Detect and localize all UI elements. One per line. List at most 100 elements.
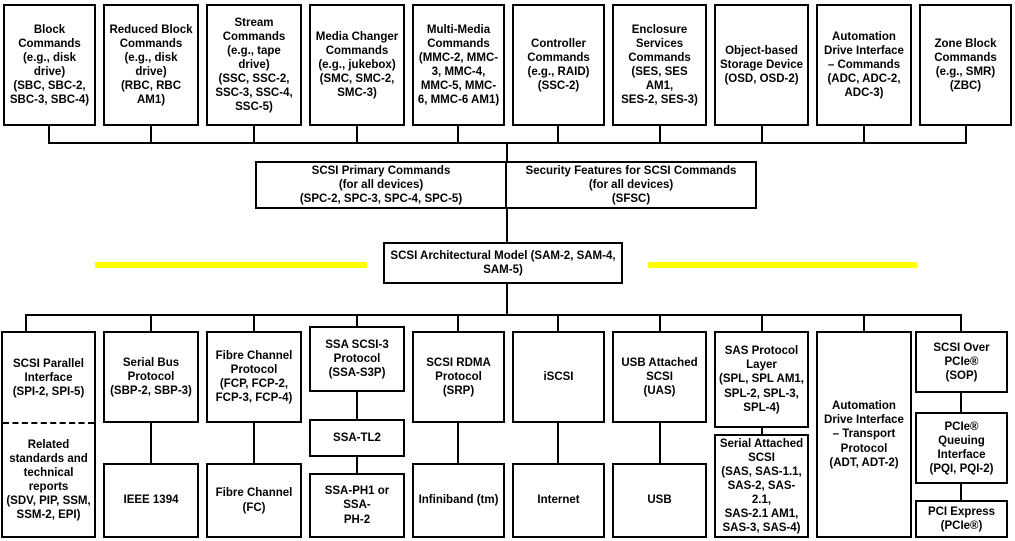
command-set-label: Multi-Media Commands (MMC-2, MMC- 3, MMC…: [417, 23, 500, 107]
command-set-box-multi-media-commands: Multi-Media Commands (MMC-2, MMC- 3, MMC…: [412, 4, 505, 126]
connector-drop-enclosure-services-commands: [659, 126, 661, 144]
transport-box-internet: Internet: [512, 463, 605, 538]
command-set-box-enclosure-services-commands: Enclosure Services Commands (SES, SES AM…: [612, 4, 707, 126]
command-set-label: Stream Commands (e.g., tape drive) (SSC,…: [215, 16, 293, 114]
connector-ssa-s3p-to-ssa-tl2: [356, 392, 358, 420]
physical-interconnect-label: Serial Attached SCSI (SAS, SAS-1.1, SAS-…: [719, 437, 804, 535]
connector-drop-zone-block-commands: [965, 126, 967, 144]
connector-ssa-tl2-to-ssa-ph: [356, 457, 358, 474]
connector-drop-automation-drive-interface-commands: [863, 126, 865, 144]
connector-shared-commands-to-sam: [506, 209, 508, 243]
connector-pqi-to-pci-express: [960, 484, 962, 501]
command-set-box-controller-commands: Controller Commands (e.g., RAID) (SSC-2): [512, 4, 605, 126]
scsi-parallel-interface-related-standards: Related standards and technical reports …: [3, 422, 94, 536]
command-set-box-reduced-block-commands: Reduced Block Commands (e.g., disk drive…: [103, 4, 199, 126]
transport-box-usb: USB: [612, 463, 707, 538]
transport-middle-label: PCIe® Queuing Interface (PQI, PQI-2): [929, 420, 994, 476]
command-set-box-automation-drive-interface-commands: Automation Drive Interface – Commands (A…: [816, 4, 912, 126]
connector-drop-ssa-scsi-3-protocol: [356, 314, 358, 332]
connector-sam-to-transport-bus: [506, 284, 508, 315]
connector-drop-sas-protocol-layer: [761, 314, 763, 332]
architectural-model-box: SCSI Architectural Model (SAM-2, SAM-4, …: [383, 242, 623, 284]
connector-drop-fibre-channel-protocol: [253, 314, 255, 332]
transport-box-scsi-over-pcie: SCSI Over PCIe® (SOP): [915, 331, 1008, 393]
command-set-box-stream-commands: Stream Commands (e.g., tape drive) (SSC,…: [206, 4, 302, 126]
connector-drop-object-based-storage-device: [761, 126, 763, 144]
connector-drop-reduced-block-commands: [150, 126, 152, 144]
command-set-box-block-commands: Block Commands (e.g., disk drive) (SBC, …: [3, 4, 96, 126]
command-set-label: Enclosure Services Commands (SES, SES AM…: [621, 23, 698, 107]
highlight-bar-left: [95, 262, 367, 268]
connector-serial-bus-protocol-to-ieee-1394: [150, 423, 152, 464]
connector-sas-protocol-layer-to-serial-attached-scsi: [761, 428, 763, 438]
transport-box-infiniband: Infiniband (tm): [412, 463, 505, 538]
transport-box-ssa-tl2: SSA-TL2: [309, 419, 405, 457]
command-set-label: Media Changer Commands (e.g., jukebox) (…: [315, 30, 399, 100]
architectural-model-label: SCSI Architectural Model (SAM-2, SAM-4, …: [390, 249, 616, 276]
connector-drop-block-commands: [48, 126, 50, 144]
connector-drop-controller-commands: [557, 126, 559, 144]
transport-box-scsi-parallel-interface: SCSI Parallel Interface (SPI-2, SPI-5) R…: [1, 331, 96, 538]
connector-drop-scsi-parallel-interface: [25, 314, 27, 332]
scsi-parallel-interface-upper: SCSI Parallel Interface (SPI-2, SPI-5): [3, 333, 94, 422]
transport-protocol-label: Serial Bus Protocol (SBP-2, SBP-3): [110, 356, 192, 397]
physical-interconnect-label: Fibre Channel (FC): [215, 487, 293, 514]
connector-drop-multi-media-commands: [457, 126, 459, 144]
transport-protocol-label: Automation Drive Interface – Transport P…: [824, 400, 904, 469]
transport-box-iscsi: iSCSI: [512, 331, 605, 423]
physical-interconnect-label: PCI Express (PCIe®): [927, 505, 996, 532]
transport-box-sas-protocol-layer: SAS Protocol Layer (SPL, SPL AM1, SPL-2,…: [714, 331, 809, 428]
transport-protocol-label: SAS Protocol Layer (SPL, SPL AM1, SPL-2,…: [719, 345, 804, 414]
shared-command-box-security-features-for-scsi-commands: Security Features for SCSI Commands (for…: [505, 161, 757, 209]
connector-drop-automation-drive-interface-transport-protocol: [863, 314, 865, 332]
connector-drop-scsi-rdma-protocol: [457, 314, 459, 332]
physical-interconnect-label: IEEE 1394: [123, 494, 179, 507]
connector-scsi-rdma-protocol-to-infiniband: [457, 423, 459, 464]
transport-box-ssa-scsi-3-protocol: SSA SCSI-3 Protocol (SSA-S3P): [309, 326, 405, 392]
transport-middle-label: SSA-TL2: [333, 431, 381, 444]
transport-box-fibre-channel: Fibre Channel (FC): [206, 463, 302, 538]
transport-protocol-label: iSCSI: [543, 370, 574, 383]
connector-drop-iscsi: [557, 314, 559, 332]
shared-command-label: Security Features for SCSI Commands (for…: [525, 164, 737, 206]
transport-box-fibre-channel-protocol: Fibre Channel Protocol (FCP, FCP-2, FCP-…: [206, 331, 302, 423]
connector-drop-usb-attached-scsi: [659, 314, 661, 332]
physical-interconnect-label: SSA-PH1 or SSA- PH-2: [324, 485, 390, 526]
transport-box-scsi-rdma-protocol: SCSI RDMA Protocol (SRP): [412, 331, 505, 423]
transport-box-serial-attached-scsi: Serial Attached SCSI (SAS, SAS-1.1, SAS-…: [714, 434, 809, 538]
command-set-box-media-changer-commands: Media Changer Commands (e.g., jukebox) (…: [309, 4, 405, 126]
lower-transport-bus: [25, 314, 962, 316]
command-set-label: Reduced Block Commands (e.g., disk drive…: [109, 23, 193, 107]
connector-drop-stream-commands: [253, 126, 255, 144]
transport-protocol-label: SCSI RDMA Protocol (SRP): [426, 356, 491, 397]
physical-interconnect-label: USB: [647, 494, 672, 507]
connector-usb-attached-scsi-to-usb: [659, 423, 661, 464]
transport-protocol-label: SSA SCSI-3 Protocol (SSA-S3P): [325, 338, 389, 379]
command-set-box-zone-block-commands: Zone Block Commands (e.g., SMR) (ZBC): [919, 4, 1012, 126]
transport-box-pci-express: PCI Express (PCIe®): [915, 500, 1008, 538]
command-set-label: Controller Commands (e.g., RAID) (SSC-2): [527, 37, 590, 93]
connector-drop-scsi-over-pcie: [960, 314, 962, 332]
physical-interconnect-label: Internet: [537, 494, 580, 507]
transport-protocol-label: SCSI Over PCIe® (SOP): [933, 341, 990, 382]
related-standards-label: Related standards and technical reports …: [6, 439, 91, 522]
shared-command-box-scsi-primary-commands: SCSI Primary Commands (for all devices) …: [255, 161, 507, 209]
command-set-label: Zone Block Commands (e.g., SMR) (ZBC): [934, 37, 997, 93]
transport-box-ssa-ph1-or-ssa-ph-2: SSA-PH1 or SSA- PH-2: [309, 473, 405, 538]
physical-interconnect-label: Infiniband (tm): [418, 494, 499, 507]
connector-drop-serial-bus-protocol: [150, 314, 152, 332]
transport-protocol-label: USB Attached SCSI (UAS): [621, 356, 698, 397]
transport-protocol-label: SCSI Parallel Interface (SPI-2, SPI-5): [12, 357, 85, 398]
transport-box-pcie-queuing-interface: PCIe® Queuing Interface (PQI, PQI-2): [915, 412, 1008, 484]
shared-command-label: SCSI Primary Commands (for all devices) …: [299, 164, 463, 206]
transport-protocol-label: Fibre Channel Protocol (FCP, FCP-2, FCP-…: [215, 349, 293, 405]
command-set-label: Automation Drive Interface – Commands (A…: [824, 30, 904, 100]
connector-fibre-channel-protocol-to-fibre-channel: [253, 423, 255, 464]
transport-box-ieee-1394: IEEE 1394: [103, 463, 199, 538]
connector-drop-media-changer-commands: [356, 126, 358, 144]
transport-box-serial-bus-protocol: Serial Bus Protocol (SBP-2, SBP-3): [103, 331, 199, 423]
command-set-label: Block Commands (e.g., disk drive) (SBC, …: [9, 23, 90, 107]
highlight-bar-right: [648, 262, 917, 268]
command-set-label: Object-based Storage Device (OSD, OSD-2): [719, 44, 804, 85]
